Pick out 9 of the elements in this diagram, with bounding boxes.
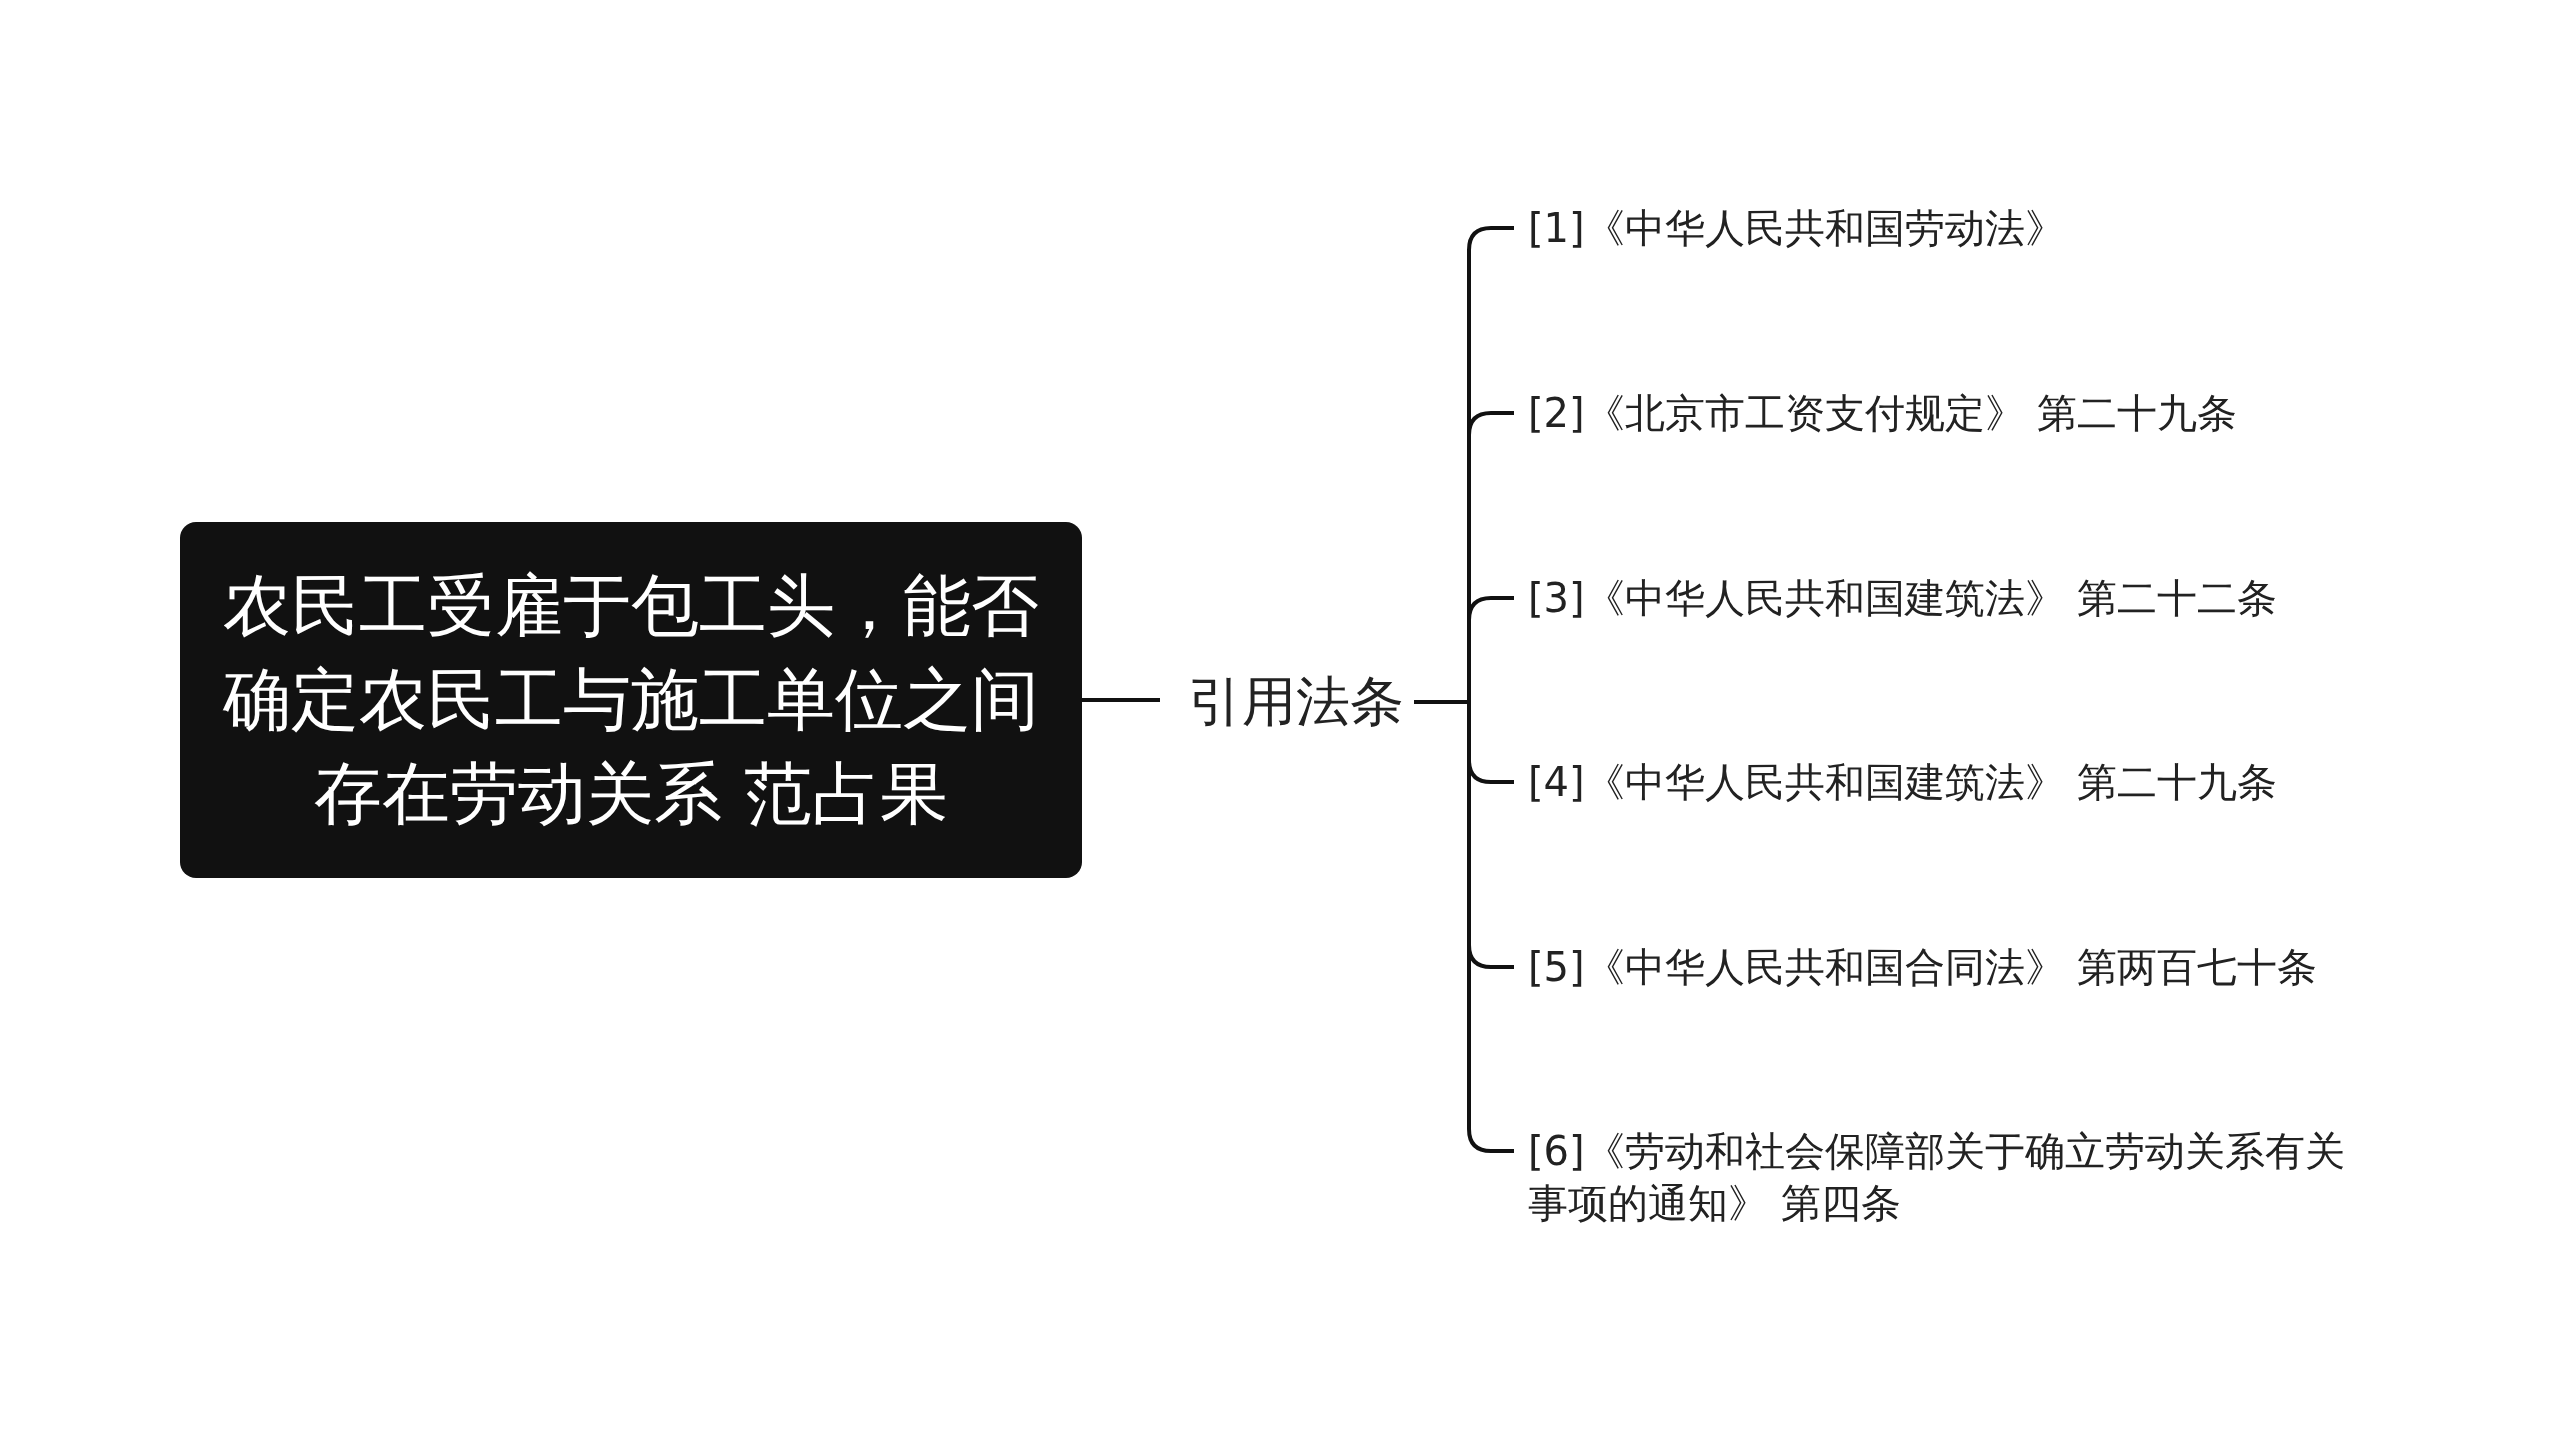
subtopic: [5]《中华人民共和国合同法》 第两百七十条 [1528,941,2318,993]
subtopic: [1]《中华人民共和国劳动法》 [1528,202,2065,254]
connector-line [1082,698,1160,702]
topic-box: 农民工受雇于包工头，能否确定农民工与施工单位之间存在劳动关系 范占果 [180,522,1082,878]
subtopic: [4]《中华人民共和国建筑法》 第二十九条 [1528,756,2278,808]
subtopic: [6]《劳动和社会保障部关于确立劳动关系有关事项的通知》 第四条 [1528,1125,2348,1229]
branch-topic: 引用法条 [1188,670,1404,734]
subtopic: [3]《中华人民共和国建筑法》 第二十二条 [1528,572,2278,624]
subtopic: [2]《北京市工资支付规定》 第二十九条 [1528,387,2238,439]
